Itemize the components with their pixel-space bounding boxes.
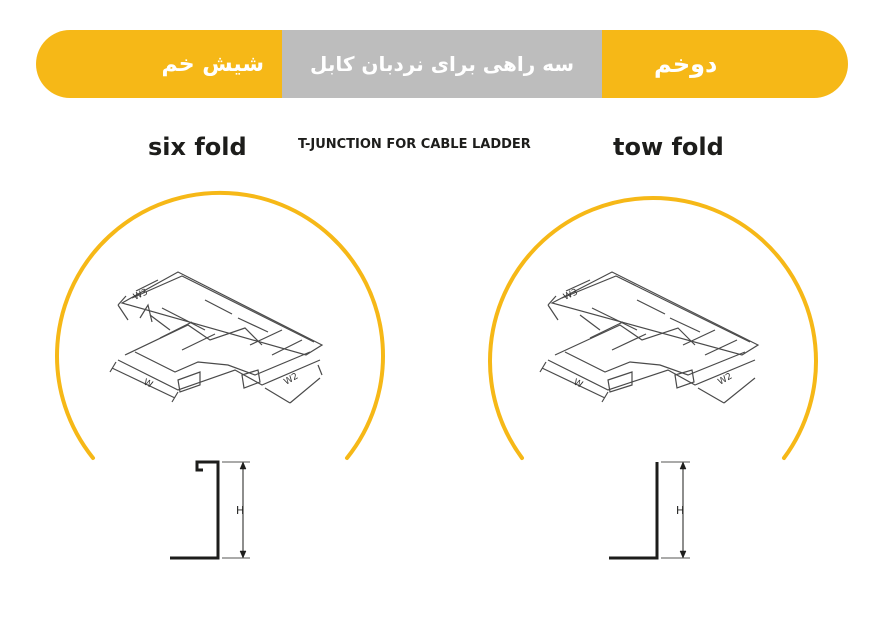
right-t-junction-illustration bbox=[539, 271, 760, 404]
tow-fold-profile bbox=[609, 461, 690, 560]
six-fold-profile bbox=[170, 460, 250, 560]
right-arc bbox=[488, 196, 818, 460]
tow-fold-h-label: H bbox=[676, 504, 684, 517]
six-fold-h-label: H bbox=[236, 504, 244, 517]
banner-left-label: شیش خم bbox=[36, 30, 282, 98]
right-w-label: W bbox=[572, 378, 584, 391]
right-w2-label: W2 bbox=[717, 372, 735, 388]
heading-product-name: T-JUNCTION FOR CABLE LADDER bbox=[298, 137, 531, 152]
banner-center-label: سه راهی برای نردبان کابل bbox=[282, 30, 602, 98]
heading-six-fold: six fold bbox=[148, 133, 247, 161]
left-t-junction-illustration bbox=[109, 271, 324, 404]
left-arc bbox=[55, 190, 385, 460]
left-w2-label: W2 bbox=[283, 372, 301, 388]
banner-right-label: دوخم bbox=[602, 30, 848, 98]
title-banner: شیش خم سه راهی برای نردبان کابل دوخم bbox=[36, 30, 848, 98]
heading-tow-fold: tow fold bbox=[613, 133, 724, 161]
left-w-label: W bbox=[142, 378, 154, 391]
